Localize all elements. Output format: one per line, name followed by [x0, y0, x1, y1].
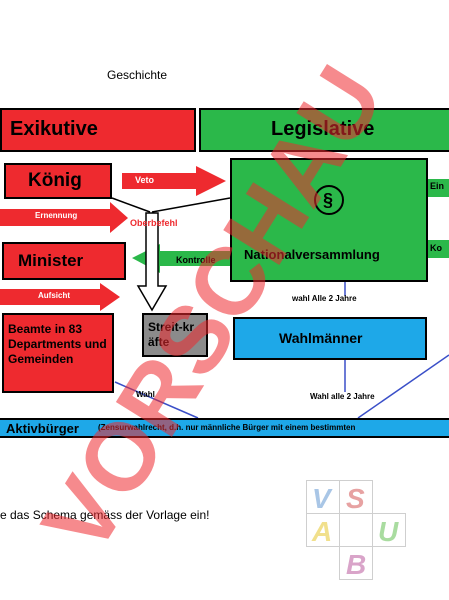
logo-letter-b: B: [346, 549, 366, 580]
aktivbuerger-label: Aktivbürger: [6, 421, 79, 436]
oberbefehl-arrow: [136, 212, 168, 312]
kontrolle-label: Kontrolle: [176, 255, 216, 265]
veto-label: Veto: [135, 175, 155, 185]
wahlmaenner-label: Wahlmänner: [279, 330, 363, 346]
wahl-line-2: [357, 354, 449, 419]
aufsicht-arrow: [0, 283, 120, 311]
streitkraefte-label: Streit-kräfte: [148, 320, 195, 349]
instruction-text: e das Schema gemäss der Vorlage ein!: [0, 508, 210, 522]
logo-letter-a: A: [311, 516, 332, 547]
wahl-line-1: [114, 381, 199, 419]
edge-arrow-2: [428, 240, 449, 258]
wahl-label: Wahl: [136, 390, 155, 399]
aktivbuerger-band: Aktivbürger (Zensurwahlrecht, d.h. nur m…: [0, 418, 449, 438]
exekutive-banner: Exikutive: [0, 108, 196, 152]
wahl-alle-2-jahre-top-label: wahl Alle 2 Jahre: [292, 294, 357, 303]
vsaub-logo: V S A U B: [306, 480, 406, 580]
minister-label: Minister: [18, 251, 84, 270]
aktivbuerger-note: (Zensurwahlrecht, d.h. nur männliche Bür…: [98, 423, 356, 432]
edge-label-ein: Ein: [430, 181, 445, 191]
vsaub-logo-graphic: V S A U B: [306, 480, 406, 580]
edge-label-ko: Ko: [430, 243, 442, 253]
koenig-label: König: [28, 170, 82, 191]
logo-letter-u: U: [378, 516, 399, 547]
nationalversammlung-box: § Nationalversammlung: [230, 158, 428, 282]
koenig-box: König: [4, 163, 112, 199]
logo-letter-v: V: [312, 483, 333, 514]
minister-box: Minister: [2, 242, 126, 280]
aufsicht-label: Aufsicht: [38, 291, 70, 300]
edge-arrow-1: [428, 179, 449, 197]
oberbefehl-line-right: [151, 197, 231, 213]
paragraph-icon: §: [314, 185, 344, 215]
beamte-box: Beamte in 83 Departments und Gemeinden: [2, 313, 114, 393]
nationalversammlung-label: Nationalversammlung: [244, 247, 380, 262]
beamte-label: Beamte in 83 Departments und Gemeinden: [8, 322, 107, 366]
legislative-banner: Legislative: [199, 108, 449, 152]
legislative-title: Legislative: [271, 118, 375, 140]
logo-letter-s: S: [346, 483, 365, 514]
wahl-alle-2-jahre-bottom-label: Wahl alle 2 Jahre: [310, 392, 375, 401]
streitkraefte-box: Streit-kräfte: [142, 313, 208, 357]
oberbefehl-line-left: [111, 197, 151, 213]
oberbefehl-label: Oberbefehl: [130, 218, 178, 228]
ernennung-label: Ernennung: [35, 211, 78, 220]
page-header-subject: Geschichte: [107, 68, 168, 82]
ernennung-arrow: [0, 202, 128, 233]
exekutive-title: Exikutive: [10, 118, 98, 140]
veto-arrow: [122, 166, 226, 196]
wahlmaenner-box: Wahlmänner: [233, 317, 427, 360]
